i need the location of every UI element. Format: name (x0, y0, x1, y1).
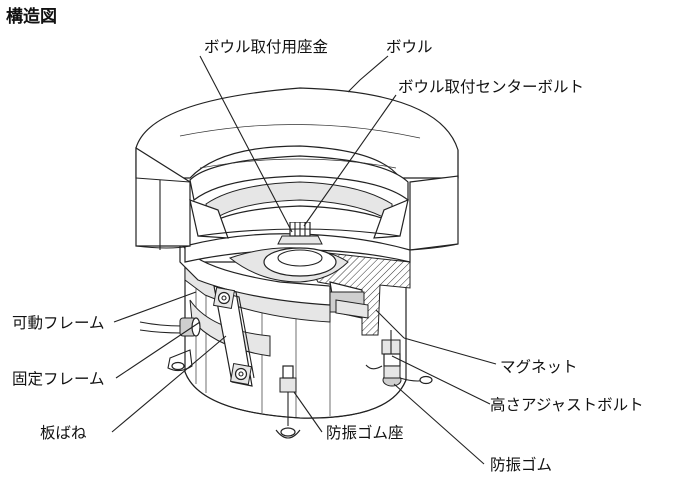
leader-lines (111, 55, 497, 465)
top-plate (184, 233, 411, 283)
label-height-adjust-bolt: 高さアジャストボルト (490, 396, 644, 414)
leader-anti-vibration-rubber (393, 383, 485, 465)
feeder-illustration (135, 87, 459, 439)
front-rubber-seat (275, 365, 301, 439)
label-anti-vibration-rubber-seat: 防振ゴム座 (326, 423, 404, 442)
cable-connector (139, 317, 201, 337)
leader-magnet (403, 337, 497, 365)
leader-height-adjust-bolt (391, 355, 491, 405)
leader-movable-frame (113, 291, 197, 323)
leader-leaf-spring (111, 335, 227, 433)
diagram-title: 構造図 (6, 6, 57, 27)
center-bolt (277, 221, 323, 245)
label-leaf-spring: 板ばね (40, 424, 87, 442)
label-bowl-mount-seat: ボウル取付用座金 (204, 38, 329, 56)
label-fixed-frame: 固定フレーム (12, 370, 105, 388)
bowl (135, 87, 459, 251)
label-center-bolt: ボウル取付センターボルト (398, 78, 584, 96)
label-anti-vibration-rubber: 防振ゴム (490, 455, 552, 474)
label-movable-frame: 可動フレーム (12, 314, 105, 332)
leader-center-bolt (303, 94, 397, 227)
leader-bowl-mount-seat (199, 55, 293, 233)
label-magnet: マグネット (500, 358, 578, 376)
leader-fixed-frame (115, 321, 201, 379)
labels: ボウル取付用座金 ボウル ボウル取付センターボルト 可動フレーム 固定フレーム … (12, 38, 644, 474)
left-rubber-foot (167, 349, 193, 372)
leader-anti-vibration-seat (293, 391, 323, 433)
leader-bowl (347, 55, 389, 93)
label-bowl: ボウル (386, 38, 433, 56)
leaf-spring-part (212, 285, 255, 387)
